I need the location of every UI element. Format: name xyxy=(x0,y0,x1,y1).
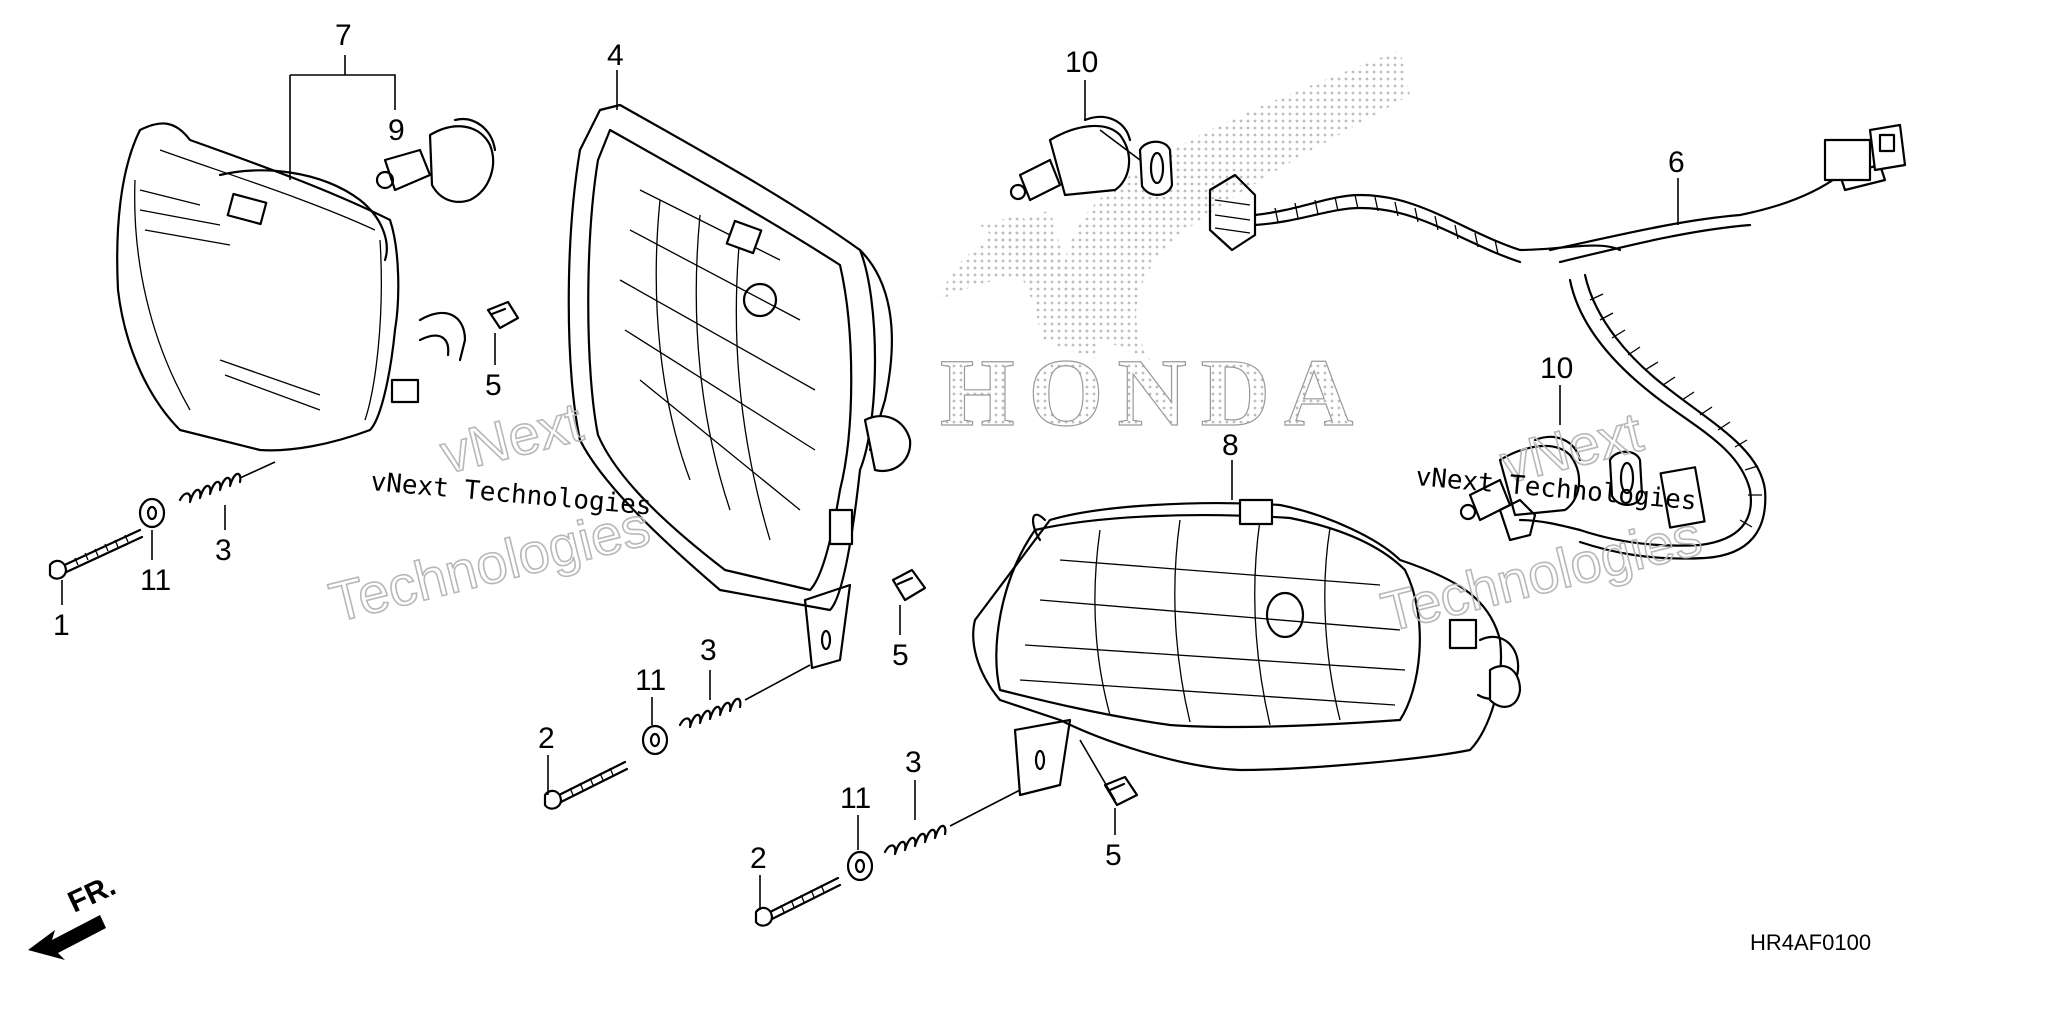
front-direction-arrow: FR. xyxy=(28,869,121,960)
socket-10-top xyxy=(1009,115,1174,202)
callout-10-top: 10 xyxy=(1065,46,1098,79)
watermark-hollow-word-1-left: vNext xyxy=(434,390,589,486)
headlight-assembly-left xyxy=(116,122,467,452)
front-marker-label: FR. xyxy=(63,869,121,919)
callout-11-b: 11 xyxy=(635,664,666,697)
callout-5-b: 5 xyxy=(892,639,909,672)
callout-11-a: 11 xyxy=(140,564,171,597)
spring-3-b xyxy=(678,664,811,729)
callout-9: 9 xyxy=(388,114,405,147)
washer-11-a xyxy=(138,497,166,529)
screw-1 xyxy=(48,528,144,580)
callout-3-c: 3 xyxy=(905,746,922,779)
callout-4: 4 xyxy=(607,39,624,72)
leader-lines xyxy=(61,55,1679,910)
callout-1: 1 xyxy=(53,609,70,642)
screw-2-a xyxy=(543,760,629,810)
clip-nut-5-a xyxy=(486,300,520,330)
headlight-4 xyxy=(567,103,912,670)
callout-6: 6 xyxy=(1668,146,1685,179)
callout-8: 8 xyxy=(1222,429,1239,462)
spring-3-a xyxy=(178,461,276,504)
callout-5-c: 5 xyxy=(1105,839,1122,872)
clip-nut-5-b xyxy=(891,568,927,602)
spring-3-c xyxy=(883,789,1021,856)
watermark-hollow-word-2-right: Technologies xyxy=(1375,503,1707,643)
wiring-harness-6 xyxy=(1208,123,1907,560)
washer-11-b xyxy=(641,724,669,756)
callout-5-a: 5 xyxy=(485,369,502,402)
diagram-code: HR4AF0100 xyxy=(1750,930,1871,955)
callout-2-b: 2 xyxy=(750,842,767,875)
bulb-9 xyxy=(375,117,497,203)
honda-wordmark: HONDA xyxy=(940,339,1367,446)
callout-11-c: 11 xyxy=(840,782,871,815)
socket-10-bottom xyxy=(1459,435,1644,522)
honda-logo: HONDA xyxy=(939,50,1410,447)
callout-3-b: 3 xyxy=(700,634,717,667)
callout-2-a: 2 xyxy=(538,722,555,755)
watermark-line-left: vNext Technologies xyxy=(369,467,652,521)
callout-7: 7 xyxy=(335,19,352,52)
screw-2-b xyxy=(754,876,842,927)
callout-10-bottom: 10 xyxy=(1540,352,1573,385)
callouts: 7 9 4 10 6 8 10 5 5 5 3 11 1 3 11 2 3 11… xyxy=(53,19,1685,875)
headlight-8 xyxy=(972,498,1522,797)
callout-3-a: 3 xyxy=(215,534,232,567)
washer-11-c xyxy=(846,850,874,882)
